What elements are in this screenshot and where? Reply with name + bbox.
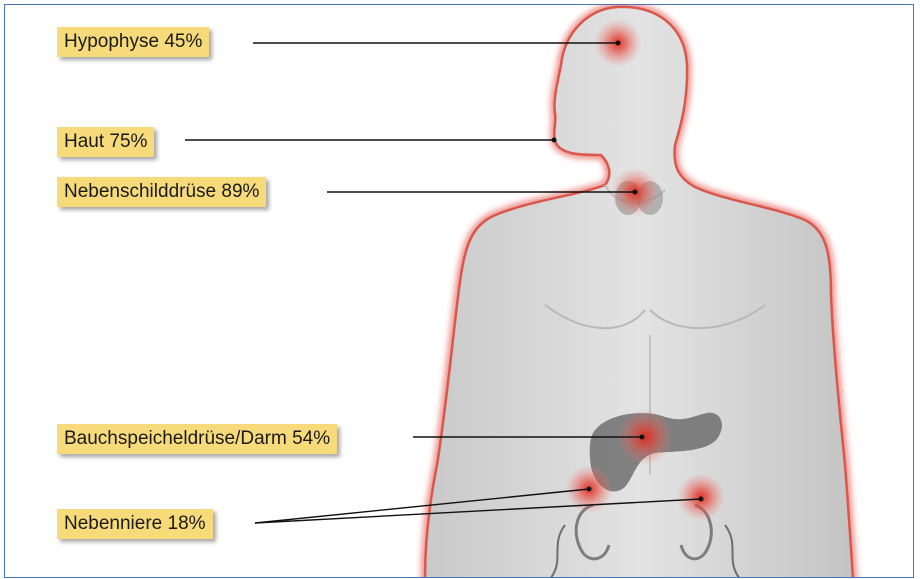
leader-dot-haut <box>552 138 557 143</box>
leader-dot-nebenniere-right <box>699 497 704 502</box>
label-nebenniere: Nebenniere 18% <box>57 509 213 539</box>
label-hypophyse: Hypophyse 45% <box>57 27 209 57</box>
body-silhouette <box>425 7 853 578</box>
label-nebenschilddruese: Nebenschilddrüse 89% <box>57 177 266 207</box>
leader-dot-hypophyse <box>616 41 621 46</box>
label-bauchspeicheldruese: Bauchspeicheldrüse/Darm 54% <box>57 424 337 454</box>
body-illustration <box>5 5 914 578</box>
leader-dot-nebenschilddruese <box>633 190 638 195</box>
leader-dot-nebenniere-left <box>587 487 592 492</box>
label-haut: Haut 75% <box>57 127 154 157</box>
leader-dot-bauchspeicheldruese <box>640 435 645 440</box>
diagram-frame: Hypophyse 45% Haut 75% Nebenschilddrüse … <box>4 4 914 578</box>
